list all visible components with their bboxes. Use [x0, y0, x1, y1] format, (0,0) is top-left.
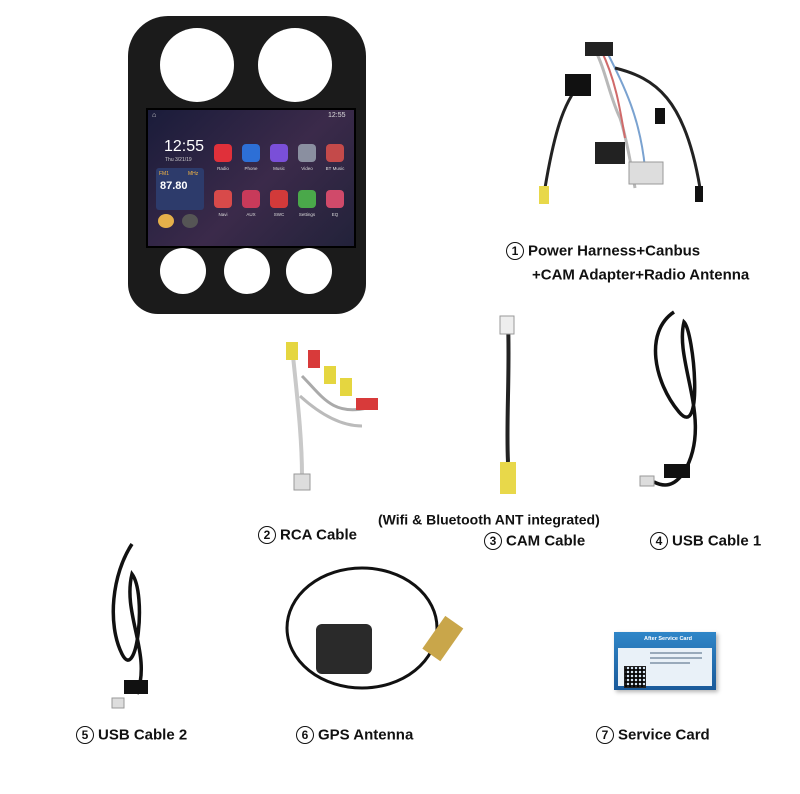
radio-frequency: 87.80	[160, 180, 188, 192]
card-text-line	[650, 652, 702, 654]
cam-cable-note: (Wifi & Bluetooth ANT integrated)	[378, 510, 600, 527]
item-label: CAM Cable	[506, 532, 586, 550]
usb-cable-2-image	[111, 543, 148, 709]
item-number: 7	[596, 726, 614, 745]
app-label: Phone	[244, 166, 258, 171]
app-label: Video	[301, 166, 313, 171]
power-harness-image	[539, 42, 703, 204]
rca-cable-image	[286, 342, 378, 491]
item-number: 1	[506, 242, 524, 261]
card-text-line	[650, 657, 702, 659]
car-icon[interactable]	[158, 214, 174, 228]
app-music-icon[interactable]	[270, 144, 288, 162]
item-label: GPS Antenna	[318, 726, 414, 744]
service-card-body	[618, 648, 712, 688]
item-number: 3	[484, 532, 502, 551]
app-radio-icon[interactable]	[214, 144, 232, 162]
radio-widget[interactable]: FM1 MHz	[156, 168, 204, 210]
app-label: BT Music	[325, 166, 345, 171]
item-number: 6	[296, 726, 314, 745]
settings-shortcut-icon[interactable]	[182, 214, 198, 228]
bottom-right-knob	[286, 248, 332, 294]
home-icon[interactable]: ⌂	[152, 112, 157, 119]
app-label: AUX	[246, 212, 256, 217]
top-left-vent	[160, 28, 234, 102]
service-card-title: After Service Card	[644, 636, 692, 642]
item-label: RCA Cable	[280, 526, 357, 544]
top-right-vent	[258, 28, 332, 102]
card-text-line	[650, 662, 690, 664]
date: Thu 3/21/19	[165, 157, 192, 163]
item-label: USB Cable 2	[98, 726, 188, 744]
item-label: Power Harness+Canbus	[528, 242, 701, 260]
app-bt-music-icon[interactable]	[326, 144, 344, 162]
head-unit-screen: ⌂ 12:55 12:55 Thu 3/21/19 FM1 MHz 87.80 …	[146, 108, 356, 248]
item-label: +CAM Adapter+Radio Antenna	[532, 266, 750, 284]
radio-unit: MHz	[188, 171, 199, 177]
app-label: Settings	[298, 212, 316, 217]
status-time: 12:55	[328, 112, 346, 119]
cam-cable-image	[499, 315, 516, 494]
item-label: USB Cable 1	[672, 532, 762, 550]
app-video-icon[interactable]	[298, 144, 316, 162]
item-label: Service Card	[618, 726, 710, 744]
radio-band: FM1	[159, 171, 169, 177]
app-navi-icon[interactable]	[214, 190, 232, 208]
clock: 12:55	[164, 138, 205, 155]
app-aux-icon[interactable]	[242, 190, 260, 208]
app-eq-icon[interactable]	[326, 190, 344, 208]
usb-cable-1-image	[639, 310, 698, 487]
item-number: 2	[258, 526, 276, 545]
app-label: SWC	[273, 212, 285, 217]
app-settings-icon[interactable]	[298, 190, 316, 208]
gps-antenna-image	[285, 566, 464, 690]
bottom-left-knob	[160, 248, 206, 294]
app-phone-icon[interactable]	[242, 144, 260, 162]
app-label: EQ	[331, 212, 339, 217]
item-number: 4	[650, 532, 668, 551]
item-number: 5	[76, 726, 94, 745]
app-label: Navi	[218, 212, 228, 217]
app-label: Radio	[217, 166, 229, 171]
status-bar: ⌂ 12:55	[148, 110, 354, 124]
service-card-image: After Service Card	[614, 632, 716, 690]
item-1-label-line-2: +CAM Adapter+Radio Antenna	[532, 266, 749, 284]
app-label: Music	[273, 166, 285, 171]
bottom-center-knob	[224, 248, 270, 294]
qr-code	[624, 666, 646, 688]
app-swc-icon[interactable]	[270, 190, 288, 208]
item-label: (Wifi & Bluetooth ANT integrated)	[378, 511, 600, 528]
